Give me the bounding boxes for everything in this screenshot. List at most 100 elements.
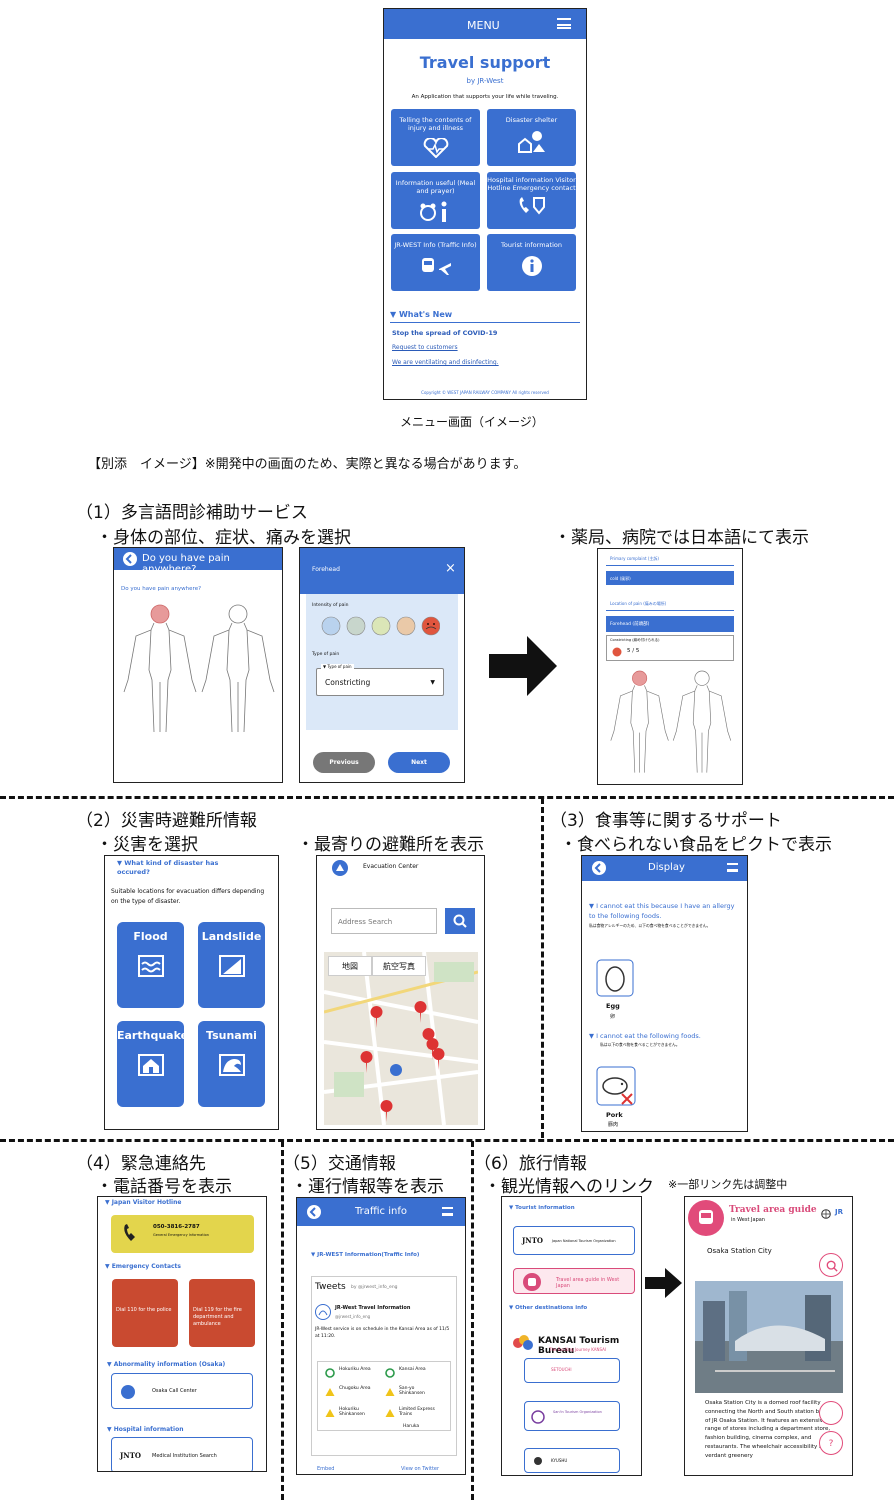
cannot-text-jp: 私は以下の食べ物を食べることができません。 (600, 1042, 680, 1047)
section1-sub-left: ・身体の部位、症状、痛みを選択 (96, 528, 351, 548)
app-title: Travel support (419, 53, 551, 72)
map-view[interactable]: 地図 航空写真 (324, 952, 478, 1125)
menu-icon[interactable] (442, 1207, 453, 1216)
tweet-text: JR-West service is on schedule in the Ka… (315, 1327, 450, 1339)
jr-west-link[interactable]: ▼ JR-WEST Information(Traffic Info) (311, 1252, 420, 1258)
map-tab-map[interactable]: 地図 (328, 956, 372, 976)
attachment-heading: 【別添 イメージ】※開発中の画面のため、実際と異なる場合があります。 (88, 457, 527, 472)
news-item[interactable]: Stop the spread of COVID-19 (392, 329, 498, 337)
pain-detail-screen: Forehead × Intensity of pain Type of pai… (299, 547, 465, 783)
search-button[interactable] (445, 908, 475, 934)
emergency-contacts-screen: ▼ Japan Visitor Hotline 050-3816-2787 Ge… (97, 1196, 267, 1472)
back-icon[interactable] (123, 552, 137, 566)
injury-button[interactable]: Telling the contents of injury and illne… (391, 109, 480, 166)
evacuation-map-screen: Evacuation Center Address Search 地図 航空写真 (316, 855, 485, 1130)
search-icon (826, 1260, 838, 1272)
help-circle[interactable]: ? (819, 1431, 843, 1455)
next-button[interactable]: Next (388, 752, 450, 773)
travel-guide-screen: Travel area guide in West Japan JR Osaka… (684, 1196, 853, 1476)
map-pins[interactable] (324, 952, 478, 1125)
warning-icon (325, 1388, 335, 1396)
city-description: Osaka Station City is a domed roof facil… (705, 1400, 841, 1459)
hospital-hotline-button[interactable]: Hospital information Visitor Hotline Eme… (487, 172, 576, 229)
section6-sub: ・観光情報へのリンク (484, 1177, 654, 1197)
meal-prayer-button[interactable]: Information useful (Meal and prayer) (391, 172, 480, 229)
separator (0, 796, 894, 799)
landslide-button[interactable]: Landslide (198, 922, 265, 1008)
jnto-link-card[interactable]: JNTO Japan National Tourism Organization (513, 1226, 635, 1255)
map-tab-satellite[interactable]: 航空写真 (372, 956, 426, 976)
hotline-card[interactable]: 050-3816-2787 General Emergency Informat… (111, 1215, 254, 1253)
warning-icon (385, 1388, 395, 1396)
whats-new-rule (390, 322, 580, 323)
hotline-heading: ▼ Japan Visitor Hotline (105, 1199, 182, 1206)
tourist-info-button[interactable]: Tourist information (487, 234, 576, 291)
section4-title: （4）緊急連絡先 (76, 1154, 206, 1174)
warning-icon (325, 1409, 335, 1417)
view-on-twitter-link[interactable]: View on Twitter (401, 1466, 440, 1472)
bear-info-icon (419, 201, 446, 222)
back-icon[interactable] (307, 1205, 321, 1219)
pain-header: Do you have pain anywhere? (114, 548, 282, 575)
back-icon[interactable] (592, 861, 606, 875)
flood-button[interactable]: Flood (117, 922, 184, 1008)
app-byline: by JR-West (466, 77, 504, 85)
osaka-call-card[interactable]: Osaka Call Center (111, 1373, 253, 1409)
section3-sub: ・食べられない食品をピクトで表示 (560, 835, 832, 855)
close-icon[interactable]: × (445, 561, 456, 576)
forehead-row: Forehead (前頭部) (606, 616, 734, 632)
type-label: Type of pain (312, 652, 340, 657)
type-select[interactable]: ▼ Type of pain Constricting ▼ (316, 664, 444, 696)
news-link[interactable]: We are ventilating and disinfecting. (392, 359, 499, 366)
pork-label: Pork (606, 1111, 623, 1119)
kansai-title: KANSAI Tourism Bureau (538, 1336, 620, 1356)
pain-select-screen: Do you have pain anywhere? Do you have p… (113, 547, 283, 783)
menu-header: MENU (384, 9, 586, 39)
tsunami-button[interactable]: Tsunami (198, 1021, 265, 1107)
flood-icon (137, 955, 164, 977)
separator (541, 798, 544, 1138)
embed-link[interactable]: Embed (317, 1466, 335, 1472)
disaster-shelter-button[interactable]: Disaster shelter (487, 109, 576, 166)
menu-screen: MENU Travel support by JR-West An Applic… (383, 8, 587, 400)
sanin-link-card[interactable]: San'in Tourism Organization (524, 1401, 620, 1431)
news-link[interactable]: Request to customers (392, 344, 458, 351)
earthquake-button[interactable]: Earthquake (117, 1021, 188, 1107)
search-circle[interactable] (819, 1253, 843, 1277)
pain-faces[interactable] (320, 615, 440, 637)
hospital-heading: ▼ Hospital information (107, 1426, 184, 1433)
egg-label: Egg (606, 1002, 620, 1010)
fire-card[interactable]: Dial 119 for the fire department and amb… (189, 1279, 255, 1347)
kyushu-logo-icon (534, 1457, 542, 1465)
previous-button[interactable]: Previous (313, 752, 375, 773)
map-roads (324, 952, 478, 1125)
travel-guide-logo-icon (523, 1273, 541, 1291)
egg-icon (596, 959, 634, 997)
other-heading: ▼ Other destinations info (509, 1305, 588, 1311)
traffic-info-button[interactable]: JR-WEST Info (Traffic Info) (391, 234, 480, 291)
setouchi-link-card[interactable]: SETOUCHI (524, 1358, 620, 1383)
phone-badge-icon (519, 197, 545, 215)
account-name: JR-West Travel Information (335, 1305, 411, 1311)
disaster-select-screen: ▼ What kind of disaster has occured? Sui… (104, 855, 279, 1130)
travel-guide-link-card[interactable]: Travel area guide in West Japan (513, 1268, 635, 1294)
kyushu-link-card[interactable]: KYUSHU (524, 1448, 620, 1473)
pork-label-jp: 豚肉 (608, 1122, 619, 1128)
medical-search-card[interactable]: JNTO Medical Institution Search (111, 1437, 253, 1471)
detail-body (306, 594, 458, 730)
menu-icon[interactable] (727, 863, 738, 872)
pain-question: Do you have pain anywhere? (121, 586, 201, 592)
menu-icon[interactable] (557, 18, 571, 29)
info-icon (521, 256, 542, 276)
police-card[interactable]: Dial 110 for the police (112, 1279, 178, 1347)
location-rule (606, 610, 734, 611)
warning-icon (385, 1409, 395, 1417)
address-search-input[interactable]: Address Search (331, 908, 437, 934)
body-diagram[interactable] (118, 600, 278, 740)
globe-icon[interactable] (821, 1209, 831, 1219)
section2-title: （2）災害時避難所情報 (76, 811, 257, 831)
pork-icon (596, 1066, 636, 1106)
separator (0, 1139, 894, 1142)
share-circle[interactable] (819, 1401, 843, 1425)
kansai-logo-icon (513, 1335, 533, 1350)
